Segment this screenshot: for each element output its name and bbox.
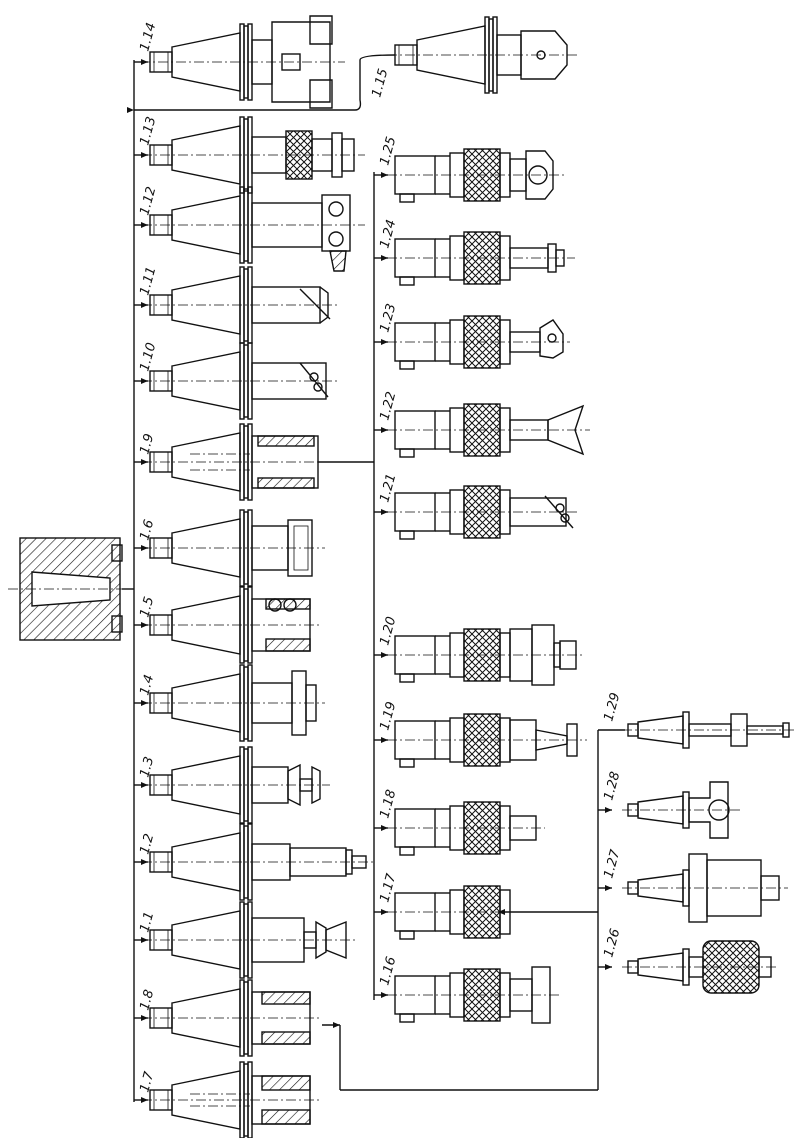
connection-lines — [122, 54, 625, 1103]
label-1-1: 1.1 — [137, 910, 157, 934]
label-1-5: 1.5 — [137, 595, 157, 619]
label-1-6: 1.6 — [137, 518, 157, 542]
tool-1-17 — [387, 885, 520, 940]
tool-1-15 — [387, 16, 580, 94]
tool-1-13 — [142, 116, 365, 194]
label-1-17: 1.17 — [377, 871, 399, 904]
label-1-21: 1.21 — [377, 472, 399, 504]
tool-1-12 — [142, 186, 365, 272]
label-1-14: 1.14 — [137, 21, 159, 53]
tool-1-28 — [622, 781, 743, 839]
tool-1-9 — [142, 423, 325, 501]
tool-1-26 — [622, 940, 778, 994]
tool-1-2 — [142, 823, 375, 901]
tool-1-19 — [387, 713, 587, 768]
label-1-23: 1.23 — [377, 302, 399, 334]
item-labels: 1.14 1.15 1.13 1.12 1.11 1.10 1.9 1.6 1.… — [137, 21, 623, 1094]
label-1-27: 1.27 — [601, 847, 623, 880]
tool-1-10 — [142, 342, 340, 420]
tool-1-29 — [622, 711, 796, 749]
tool-1-16 — [387, 966, 560, 1024]
spindle-section — [8, 537, 130, 641]
label-1-13: 1.13 — [137, 115, 159, 147]
label-1-26: 1.26 — [601, 927, 623, 959]
label-1-19: 1.19 — [377, 700, 399, 732]
label-1-8: 1.8 — [137, 988, 157, 1012]
label-1-20: 1.20 — [377, 615, 399, 647]
tool-1-1 — [142, 901, 355, 979]
tool-1-27 — [622, 853, 788, 923]
tool-1-25 — [387, 148, 565, 203]
tool-1-14 — [140, 15, 345, 109]
label-1-3: 1.3 — [137, 755, 157, 779]
tool-1-18 — [387, 801, 545, 856]
label-1-10: 1.10 — [137, 341, 159, 373]
tool-1-24 — [387, 231, 575, 286]
tool-1-3 — [142, 746, 330, 824]
label-1-28: 1.28 — [601, 770, 623, 802]
label-1-22: 1.22 — [377, 390, 399, 422]
tool-1-11 — [142, 266, 340, 344]
tool-1-21 — [387, 485, 580, 540]
label-1-9: 1.9 — [137, 432, 157, 456]
tool-1-7 — [142, 1061, 322, 1138]
label-1-15: 1.15 — [369, 67, 391, 99]
tool-1-4 — [142, 664, 325, 742]
tool-1-22 — [387, 403, 590, 458]
label-1-16: 1.16 — [377, 955, 399, 987]
label-1-4: 1.4 — [137, 673, 157, 697]
label-1-7: 1.7 — [137, 1069, 157, 1094]
label-1-29: 1.29 — [601, 691, 623, 723]
label-1-11: 1.11 — [137, 265, 159, 297]
label-1-12: 1.12 — [137, 185, 159, 217]
label-1-2: 1.2 — [137, 832, 157, 856]
label-1-24: 1.24 — [377, 218, 399, 250]
tool-1-23 — [387, 315, 570, 370]
label-1-18: 1.18 — [377, 788, 399, 820]
tool-1-5 — [142, 586, 320, 664]
tool-1-6 — [142, 509, 325, 587]
tool-1-8 — [142, 979, 322, 1057]
label-1-25: 1.25 — [377, 135, 399, 167]
tool-1-20 — [387, 624, 585, 686]
